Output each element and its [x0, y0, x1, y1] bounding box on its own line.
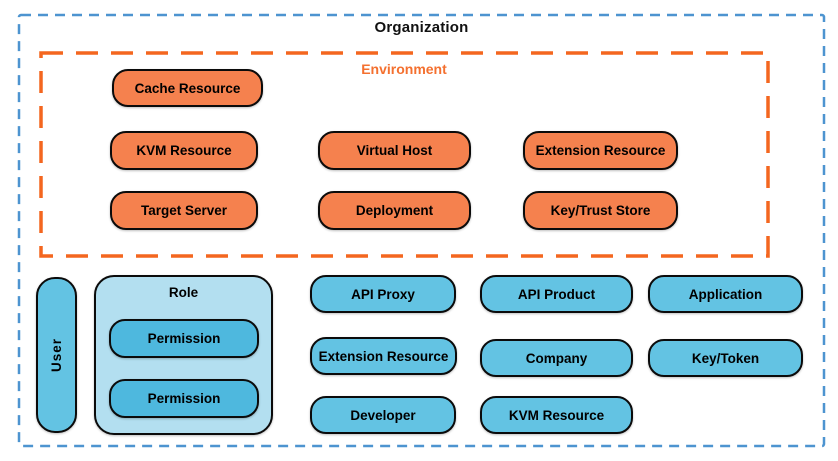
env-pill-cache-resource: Cache Resource [112, 69, 263, 107]
env-pill-key-trust-store: Key/Trust Store [523, 191, 678, 230]
permission-pill: Permission [109, 319, 259, 358]
env-pill-deployment: Deployment [318, 191, 471, 230]
user-pill: User [36, 277, 77, 433]
entity-pill-kvm-resource: KVM Resource [480, 396, 633, 434]
env-pill-kvm-resource: KVM Resource [110, 131, 258, 170]
entity-pill-company: Company [480, 339, 633, 377]
role-box: Role Permission Permission [94, 275, 273, 435]
role-label: Role [168, 285, 199, 300]
permission-pill: Permission [109, 379, 259, 418]
environment-label: Environment [361, 61, 447, 77]
entity-pill-key-token: Key/Token [648, 339, 803, 377]
env-pill-virtual-host: Virtual Host [318, 131, 471, 170]
entity-pill-developer: Developer [310, 396, 456, 434]
env-pill-target-server: Target Server [110, 191, 258, 230]
env-pill-extension-resource: Extension Resource [523, 131, 678, 170]
entity-pill-api-proxy: API Proxy [310, 275, 456, 313]
entity-pill-api-product: API Product [480, 275, 633, 313]
entity-pill-extension-resource: Extension Resource [310, 337, 457, 375]
user-label: User [49, 337, 64, 373]
organization-label: Organization [374, 19, 469, 36]
entity-pill-application: Application [648, 275, 803, 313]
